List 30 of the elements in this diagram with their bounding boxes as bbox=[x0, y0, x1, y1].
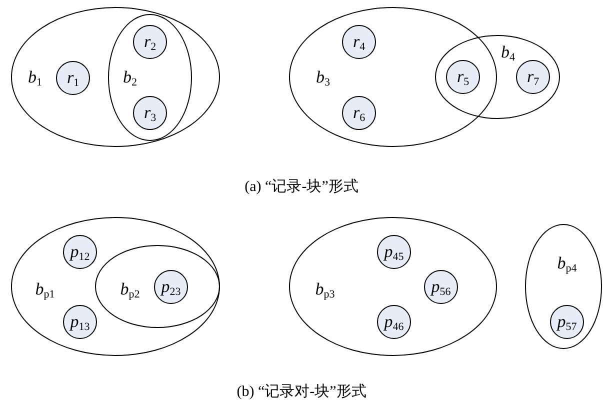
record-circle: p$_{23}$ bbox=[154, 270, 188, 304]
block-ellipse bbox=[108, 14, 192, 141]
set-label: b$_{3}$ bbox=[316, 68, 330, 90]
record-circle: p$_{57}$ bbox=[550, 305, 584, 339]
record-circle: r$_{2}$ bbox=[133, 25, 167, 59]
set-label: b$_{p2}$ bbox=[120, 280, 140, 302]
set-label: b$_{2}$ bbox=[123, 68, 137, 90]
record-circle: r$_{3}$ bbox=[133, 96, 167, 130]
block-ellipse bbox=[11, 7, 220, 147]
record-circle: r$_{4}$ bbox=[342, 25, 376, 59]
record-circle: p$_{46}$ bbox=[377, 305, 411, 339]
set-label: b$_{4}$ bbox=[501, 42, 515, 66]
figure-caption: (a) “记录-块”形式 bbox=[244, 178, 360, 196]
record-circle: p$_{56}$ bbox=[424, 270, 458, 304]
set-label: b$_{p3}$ bbox=[315, 280, 335, 302]
block-ellipse bbox=[95, 245, 220, 328]
record-circle: p$_{45}$ bbox=[377, 235, 411, 269]
set-label: b$_{p1}$ bbox=[35, 280, 55, 302]
record-circle: p$_{12}$ bbox=[63, 235, 97, 269]
record-circle: r$_{1}$ bbox=[56, 61, 90, 95]
block-ellipse bbox=[11, 217, 220, 356]
block-ellipse bbox=[525, 224, 602, 349]
set-label: b$_{1}$ bbox=[28, 68, 42, 90]
set-label: b$_{p4}$ bbox=[557, 254, 577, 276]
figure-caption: (b) “记录对-块”形式 bbox=[236, 382, 368, 401]
record-circle: p$_{13}$ bbox=[63, 305, 97, 339]
record-circle: r$_{7}$ bbox=[516, 60, 550, 94]
record-circle: r$_{6}$ bbox=[342, 96, 376, 130]
block-ellipse bbox=[289, 217, 497, 356]
record-circle: r$_{5}$ bbox=[446, 60, 480, 94]
